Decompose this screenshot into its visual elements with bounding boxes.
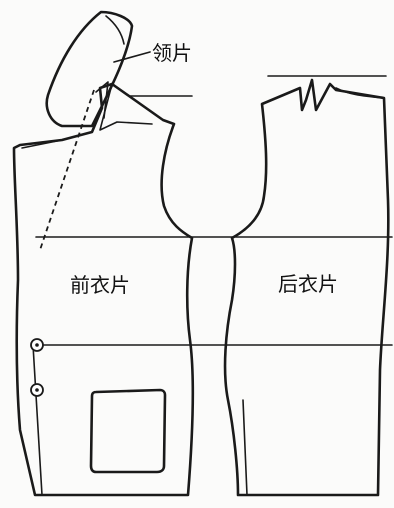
button-lower (30, 383, 44, 397)
collar-leader-line (113, 51, 151, 63)
collar-label: 领片 (152, 41, 192, 65)
back-bodice-label: 后衣片 (278, 272, 338, 296)
back-bodice-piece (223, 78, 390, 497)
lapel-roll-line (39, 89, 95, 251)
button-upper (30, 338, 44, 352)
front-bodice-label: 前衣片 (70, 273, 130, 297)
pocket (89, 388, 167, 474)
front-bodice-piece (12, 82, 195, 497)
